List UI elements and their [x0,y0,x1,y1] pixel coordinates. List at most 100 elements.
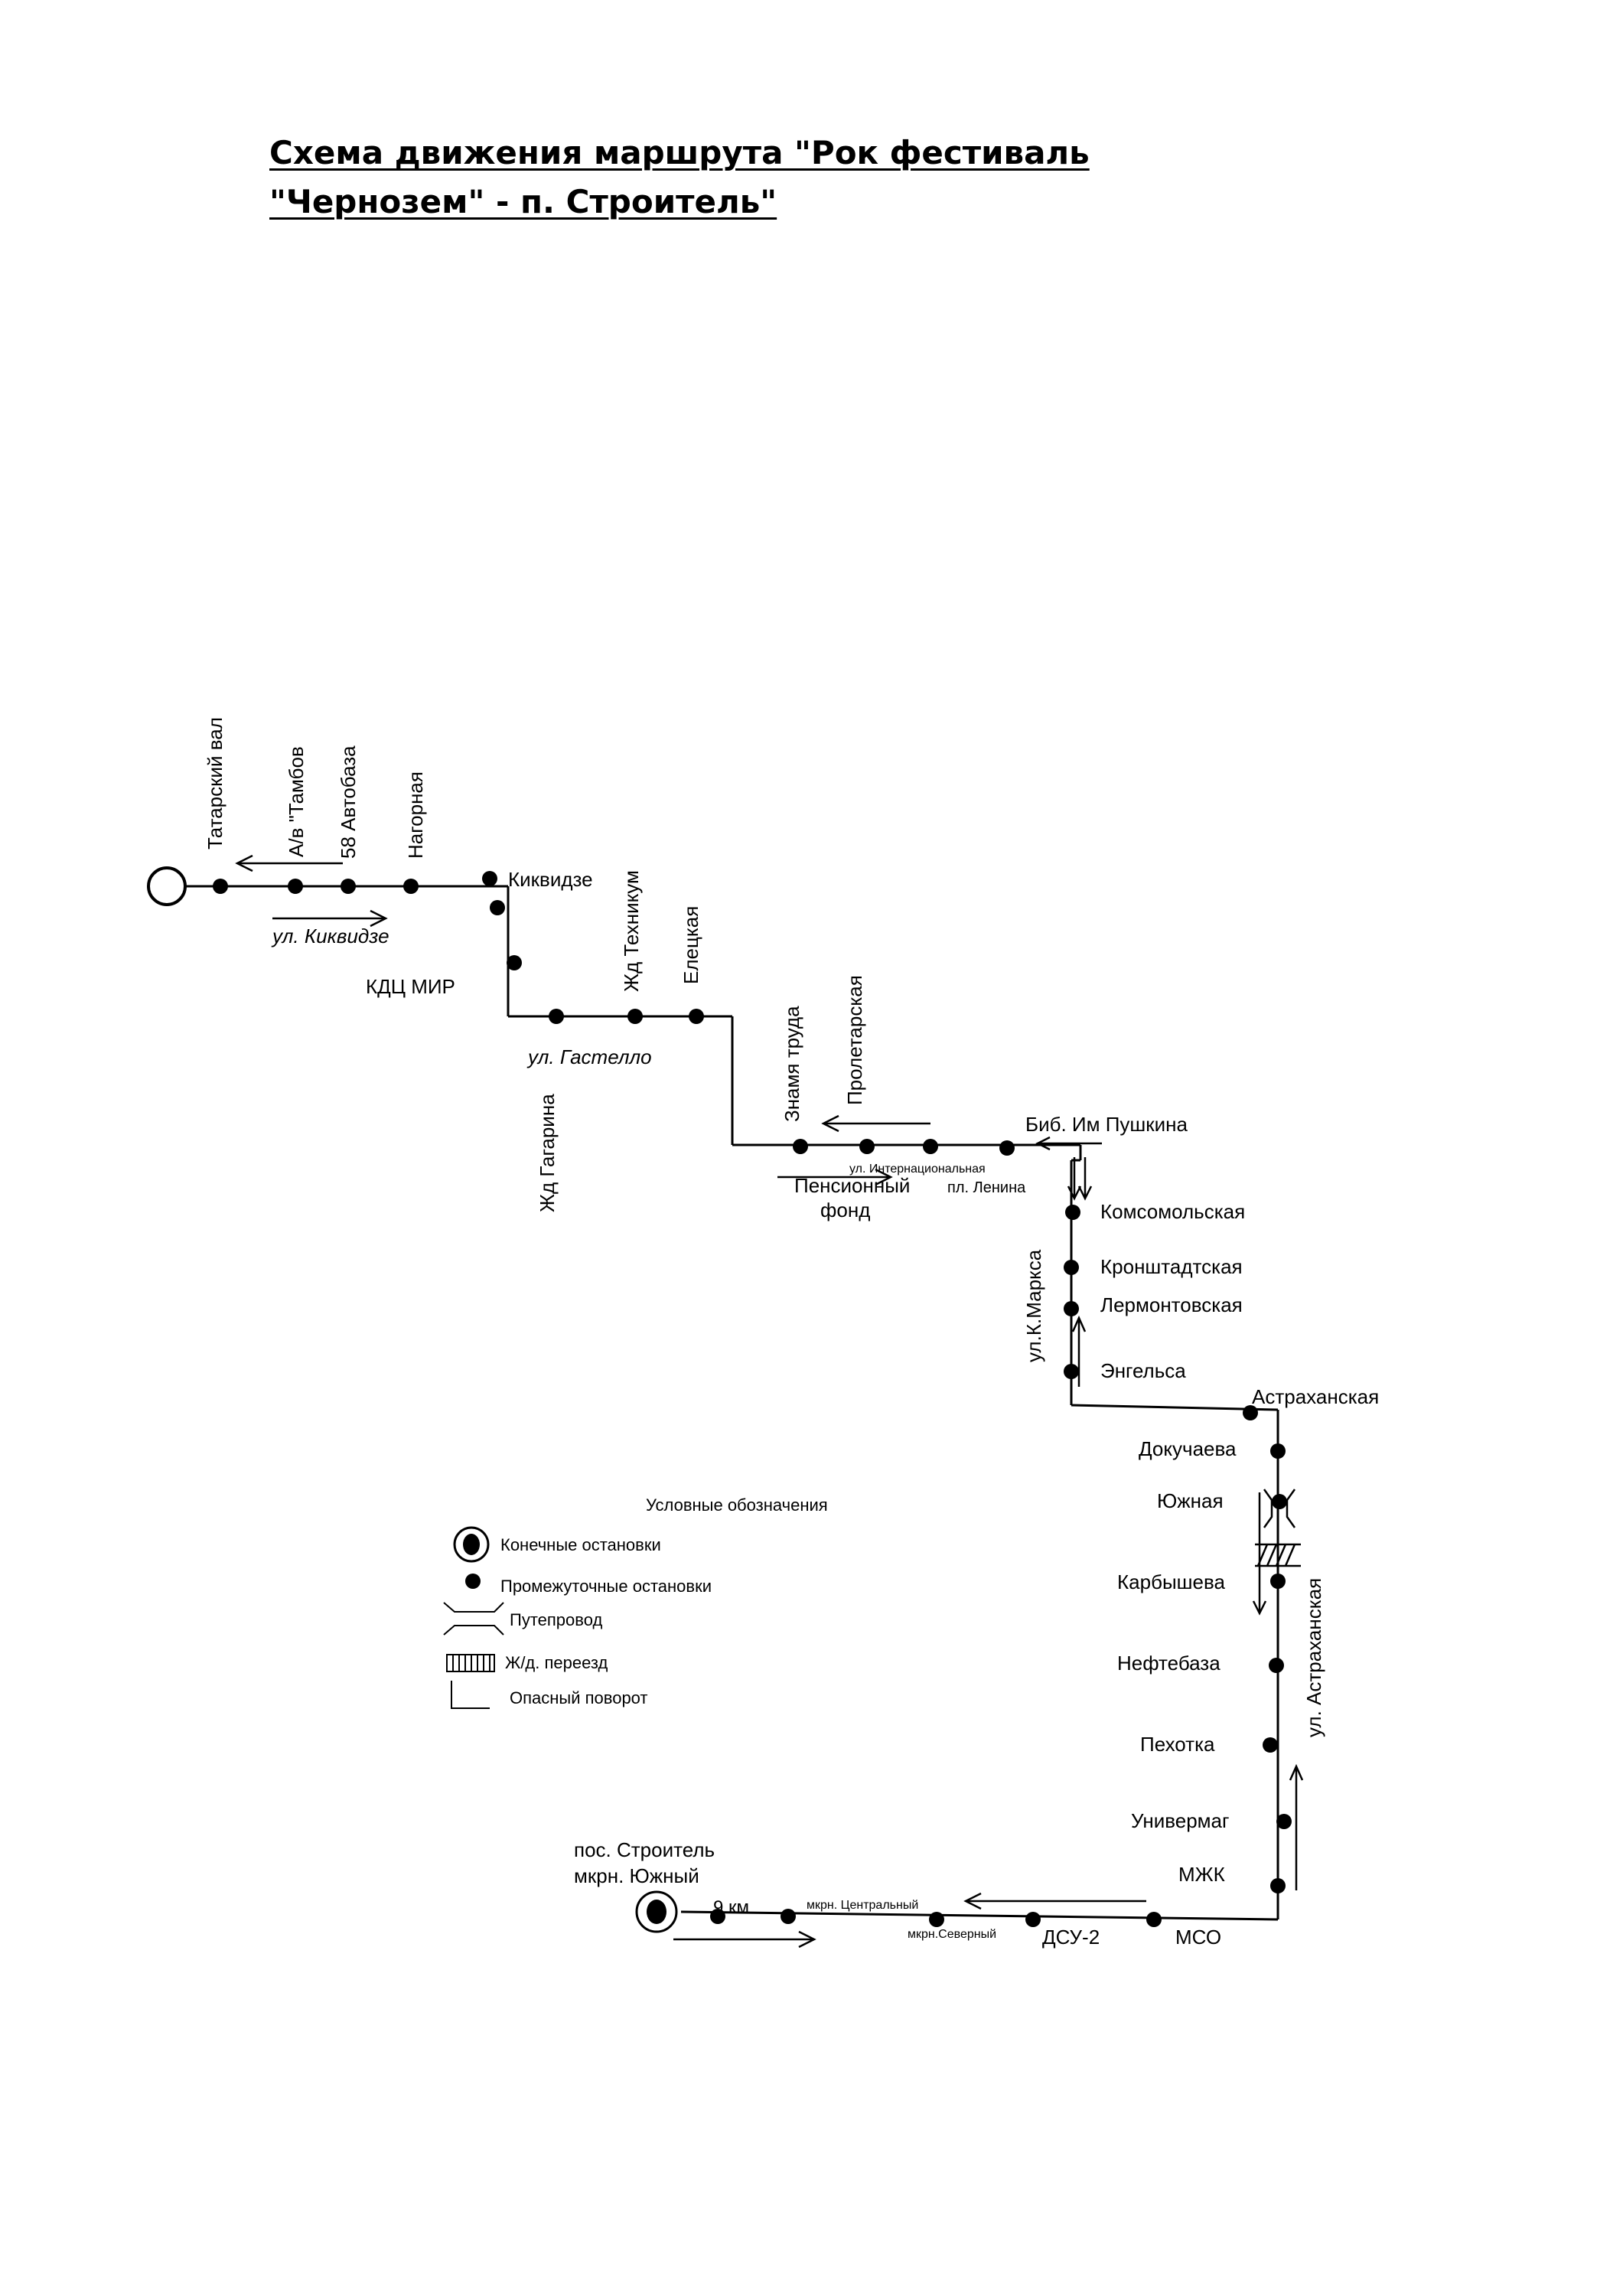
arrow-left-icon [235,854,343,872]
legend: Условные обозначения Конечные остановки … [443,1495,828,1709]
legend-dangerous-turn-icon [451,1681,490,1709]
stop-dot-karbysheva [1270,1574,1286,1589]
stop-dot-bib-pushkina [999,1140,1015,1156]
arrow-left-icon [1035,1136,1102,1151]
arrow-right-icon [272,909,388,928]
legend-title: Условные обозначения [646,1495,828,1515]
title-line-2: "Чернозем" - п. Строитель" [269,183,777,220]
stop-label-proletarskaya: Пролетарская [843,975,866,1105]
stop-label-pensionny-fond: Пенсионный [794,1174,910,1197]
stop-dot-mkrn-severny [929,1912,944,1927]
stop-label-neftebaza: Нефтебаза [1117,1652,1221,1675]
stop-dot-nagornaya [403,879,419,894]
stop-label-karbysheva: Карбышева [1117,1570,1225,1593]
arrow-right-icon [777,1168,893,1186]
legend-railway-crossing-icon [446,1654,495,1672]
railway-crossing-icon [1255,1543,1301,1567]
arrow-up-icon [1071,1315,1087,1387]
stop-label-tatarsky-val: Татарский вал [204,717,227,850]
arrow-down-icon [1252,1492,1267,1616]
street-label-mkrn-tsentralny: мкрн. Центральный [807,1899,918,1912]
stop-label-avtobaza-58: 58 Автобаза [337,745,360,859]
stop-label-kikvidze: Киквидзе [508,868,593,891]
stop-label-dokuchaeva: Докучаева [1139,1437,1237,1460]
stop-dot-univermag [1276,1814,1292,1829]
title-line-1: Схема движения маршрута "Рок фестиваль [269,134,1090,171]
stop-label-mzhk: МЖК [1178,1863,1225,1886]
stop-dot-proletarskaya [859,1139,875,1154]
stop-dot-dokuchaeva [1270,1443,1286,1459]
stop-dot-pekhotka [1263,1737,1278,1753]
stop-label-zhd-gagarina: Жд Гагарина [536,1094,559,1212]
stop-label-mso: МСО [1175,1926,1221,1949]
stop-label-zhd-tekhnikum: Жд Техникум [620,870,643,992]
stop-dot-avtobaza-58 [341,879,356,894]
arrow-left-icon [963,1892,1146,1910]
stop-dot-astrakhanskaya [1243,1405,1258,1420]
street-label-gastello: ул. Гастелло [526,1045,652,1068]
stop-label-kronshtadtskaya: Кронштадтская [1100,1255,1243,1278]
page-title: Схема движения маршрута "Рок фестиваль "… [269,129,1090,227]
legend-dangerous-turn-label: Опасный поворот [510,1688,648,1707]
stop-dot-yuzhnaya [1272,1494,1287,1509]
stop-label-komsomolskaya: Комсомольская [1100,1200,1245,1223]
stop-dot-mzhk [1270,1878,1286,1893]
stop-dot-kikvidze-2 [490,900,505,915]
street-label-kikvidze: ул. Киквидзе [271,925,389,947]
direction-arrows [235,854,1304,1949]
legend-intermediate-label: Промежуточные остановки [500,1577,712,1596]
stop-dot-eletskaya [689,1009,704,1024]
stop-label-znamya-truda: Знамя труда [781,1006,803,1122]
stop-dot-kronshtadtskaya [1064,1260,1079,1275]
stop-dot-kdts-mir [507,955,522,970]
route-line [185,885,1279,1921]
terminal-start [147,866,187,906]
street-label-k-marksa: ул.К.Маркса [1022,1249,1045,1362]
stop-label-9km: 9 км [713,1897,749,1918]
stop-dot-pl-lenina [923,1139,938,1154]
stop-label-pensionny-fond-2: фонд [820,1199,870,1221]
stop-dot-av-tambov [288,879,303,894]
stop-dot-mso [1146,1912,1162,1927]
stop-dot-mkrn-tsentralny [781,1909,796,1924]
stop-label-eletskaya: Елецкая [680,906,702,984]
arrow-left-icon [821,1114,930,1133]
terminal-label-line1: пос. Строитель [574,1838,715,1861]
stop-dot-zhd-gagarina [549,1009,564,1024]
overpass-icon [1263,1489,1296,1528]
stop-label-av-tambov: А/в "Тамбов [285,746,308,857]
arrow-down-icon [1067,1157,1082,1201]
stop-label-univermag: Универмаг [1131,1809,1230,1832]
terminal-end [635,1890,678,1933]
terminal-label-line2: мкрн. Южный [574,1864,699,1887]
stop-dot-lermontovskaya [1064,1301,1079,1316]
stop-dot-9km [710,1909,725,1924]
stop-dot-komsomolskaya [1065,1205,1080,1220]
street-label-astrakhanskaya: ул. Астраханская [1302,1578,1325,1737]
arrow-down-icon [1077,1157,1093,1201]
stop-dot-znamya-truda [793,1139,808,1154]
street-label-mkrn-severny: мкрн.Северный [908,1928,996,1941]
stop-label-yuzhnaya: Южная [1157,1489,1224,1512]
stop-dot-zhd-tekhnikum [627,1009,643,1024]
stop-label-dsu2: ДСУ-2 [1042,1926,1100,1949]
stop-dot-engelsa [1064,1364,1079,1379]
stop-label-pekhotka: Пехотка [1140,1733,1215,1756]
stop-label-lermontovskaya: Лермонтовская [1100,1293,1243,1316]
arrow-up-icon [1289,1763,1304,1890]
stop-label-kdts-mir: КДЦ МИР [366,975,455,998]
arrow-right-icon [673,1930,816,1949]
stop-dot-tatarsky-val [213,879,228,894]
stop-label-pl-lenina: пл. Ленина [947,1179,1026,1196]
stop-label-engelsa: Энгельса [1100,1359,1186,1382]
stop-label-nagornaya: Нагорная [404,771,427,859]
stop-dot-dsu2 [1025,1912,1041,1927]
legend-overpass-label: Путепровод [510,1610,602,1629]
legend-terminal-icon [453,1526,490,1563]
stop-label-pensionny-fond-line1: Пенсионный [794,1174,910,1197]
stop-label-astrakhanskaya: Астраханская [1252,1385,1379,1408]
legend-railway-crossing-label: Ж/д. переезд [505,1653,608,1672]
stop-label-bib-pushkina: Биб. Им Пушкина [1025,1113,1188,1136]
